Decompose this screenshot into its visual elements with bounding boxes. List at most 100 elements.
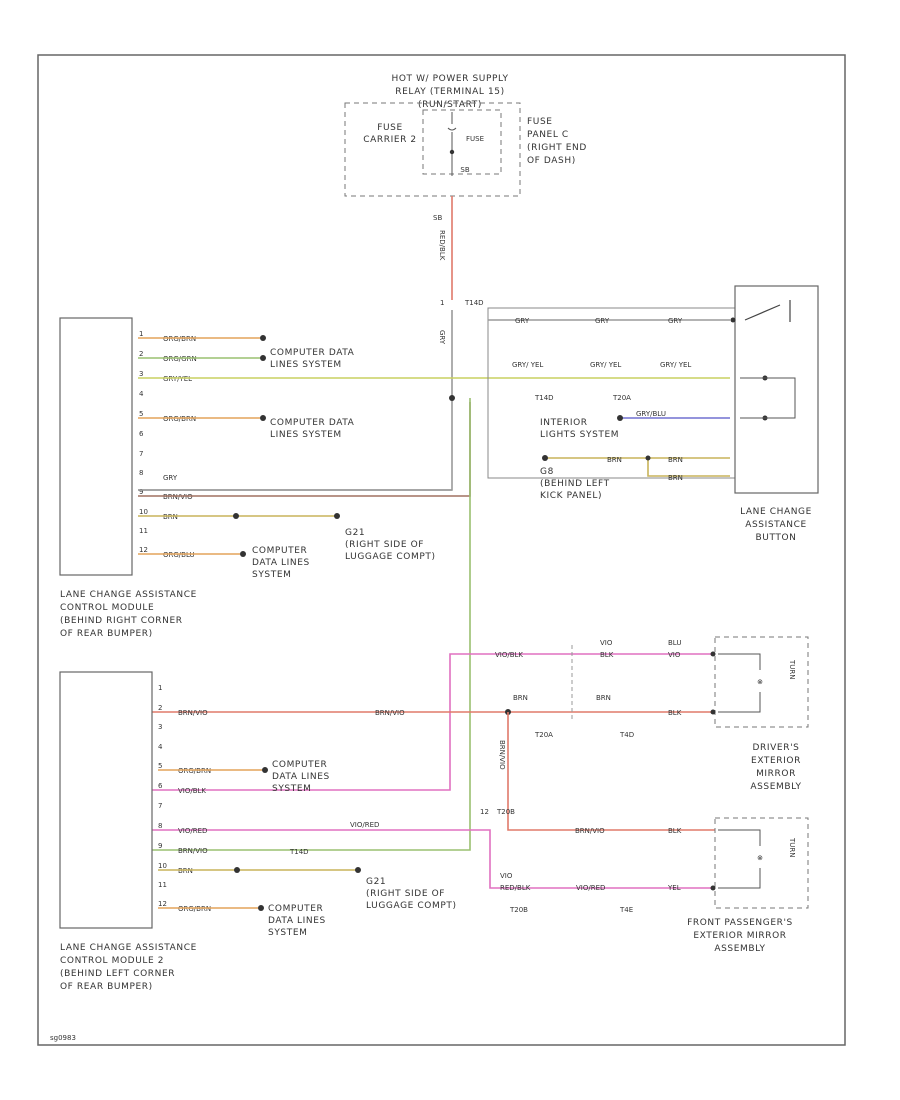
m2-pin-11: 11	[158, 881, 167, 889]
m1-cdl1-l1: COMPUTER DATA	[270, 348, 355, 358]
m1-name-1: LANE CHANGE ASSISTANCE	[60, 590, 197, 600]
m1-ground-dot	[334, 513, 340, 519]
fuse-carrier-label-1: FUSE	[377, 123, 403, 133]
m2-pin-2: 2	[158, 704, 162, 712]
passenger-bulb-icon	[718, 829, 761, 889]
m2-cdl1-l3: SYSTEM	[272, 784, 311, 794]
m2-pin-8: 8	[158, 822, 162, 830]
w-vio-blk: VIO/BLK	[495, 651, 523, 659]
m1-ground-1: G21	[345, 528, 365, 538]
conn-12-t20b: 12	[480, 808, 489, 816]
m1-wire-label-10: BRN	[163, 513, 178, 521]
w-red: RED/BLK	[500, 884, 531, 892]
m2-wire-label-5: ORG/BRN	[178, 767, 211, 775]
wire-brn-vio-2	[507, 712, 715, 831]
m2-ground-1: G21	[366, 877, 386, 887]
m1-pin-2: 2	[139, 350, 143, 358]
m2-ground-2: (RIGHT SIDE OF	[366, 889, 445, 899]
driver-mirror-box	[714, 636, 809, 728]
m2-cdl1-l2: DATA LINES	[272, 772, 330, 782]
m2-name-1: LANE CHANGE ASSISTANCE	[60, 943, 197, 953]
m2-cdl1-dot	[262, 767, 268, 773]
w-brn-vio-2: BRN/VIO	[498, 740, 506, 770]
lane-change-module-2	[59, 671, 153, 929]
w-yel: YEL	[667, 884, 681, 892]
driver-pin-a	[710, 651, 716, 657]
pass-name-2: EXTERIOR MIRROR	[693, 931, 786, 941]
sw-wire-gry-2: GRY	[595, 317, 610, 325]
w-vio: VIO	[600, 639, 613, 647]
m2-ground-3: LUGGAGE COMPT)	[366, 901, 457, 911]
w-brn-b: BRN	[596, 694, 611, 702]
m2-wire-label-8: VIO/RED	[178, 827, 207, 835]
m1-cdl1-l2: LINES SYSTEM	[270, 360, 342, 370]
switch-contact-icon	[744, 300, 791, 322]
m2-name-4: OF REAR BUMPER)	[60, 982, 153, 992]
m1-wire-label-9: BRN/VIO	[163, 493, 193, 501]
m2-pin-5: 5	[158, 762, 162, 770]
sw-brn-3: BRN	[668, 474, 683, 482]
m1-wire-label-8: GRY	[163, 474, 178, 482]
wire-power-label: RED/BLK	[438, 230, 446, 261]
w-blk-2: BLK	[668, 709, 682, 717]
m2-wire-label-9: BRN/VIO	[178, 847, 208, 855]
conn-1-t14d: 1	[440, 299, 444, 307]
driver-inner: TURN	[788, 659, 796, 680]
w-vio-2: VIO	[668, 651, 681, 659]
interior-dot	[617, 415, 623, 421]
m2-cdl2-l2: DATA LINES	[268, 916, 326, 926]
m2-wire-label-10: BRN	[178, 867, 193, 875]
power-line1: HOT W/ POWER SUPPLY	[391, 74, 508, 84]
w-blu: BLU	[668, 639, 681, 647]
fuse-box	[422, 109, 502, 175]
diagram-border	[37, 54, 846, 1046]
driver-name-3: MIRROR	[756, 769, 796, 779]
m2-pin-1: 1	[158, 684, 162, 692]
driver-bulb-x: ⊗	[757, 678, 763, 686]
power-line2: RELAY (TERMINAL 15)	[395, 87, 504, 97]
m1-pin-11: 11	[139, 527, 148, 535]
m1-pin-3: 3	[139, 370, 143, 378]
m1-pin-9: 9	[139, 488, 143, 496]
m1-splice	[233, 513, 239, 519]
m1-pin-7: 7	[139, 450, 143, 458]
m2-cdl2-dot	[258, 905, 264, 911]
m1-cdl3-l2: DATA LINES	[252, 558, 310, 568]
g8-2: (BEHIND LEFT	[540, 479, 610, 489]
conn-t4d-m: T4D	[619, 731, 634, 739]
m1-cdl2-l2: LINES SYSTEM	[270, 430, 342, 440]
fuse-carrier-box	[344, 102, 521, 197]
passenger-mirror-box	[714, 817, 809, 909]
m1-name-3: (BEHIND RIGHT CORNER	[60, 616, 183, 626]
switch-name-1: LANE CHANGE	[740, 507, 812, 517]
m1-name-2: CONTROL MODULE	[60, 603, 154, 613]
driver-name-1: DRIVER'S	[753, 743, 800, 753]
fuse-symbol	[447, 112, 457, 176]
module1-pins: 1ORG/BRN2ORG/GRN3GRY/YEL45ORG/BRN678GRY9…	[139, 330, 197, 559]
wire-vio-red	[138, 829, 715, 889]
conn-t20a-m: T20A	[534, 731, 553, 739]
m2-splice	[234, 867, 240, 873]
m1-wire-label-5: ORG/BRN	[163, 415, 196, 423]
g8-dot	[542, 455, 548, 461]
m1-cdl1b-dot	[260, 355, 266, 361]
switch-name-3: BUTTON	[755, 533, 796, 543]
m1-cdl3-l1: COMPUTER	[252, 546, 307, 556]
wire-gry-label: GRY	[438, 330, 446, 345]
m1-cdl3-dot	[240, 551, 246, 557]
m2-cdl1-l1: COMPUTER	[272, 760, 327, 770]
conn-t20b: T20B	[496, 808, 515, 816]
m2-pin-9: 9	[158, 842, 162, 850]
conn-t4e: T4E	[619, 906, 633, 914]
fuse-number: SB	[460, 166, 469, 174]
m2-name-3: (BEHIND LEFT CORNER	[60, 969, 175, 979]
fuse-panel-3: (RIGHT END	[527, 143, 587, 153]
w-brn-a: BRN	[513, 694, 528, 702]
m1-pin-4: 4	[139, 390, 144, 398]
w-blk-3: BLK	[668, 827, 682, 835]
passenger-inner: TURN	[788, 837, 796, 858]
conn-t14d-label: T14D	[464, 299, 484, 307]
m2-wire-label-2: BRN/VIO	[178, 709, 208, 717]
sw-gry-yel-1: GRY/ YEL	[512, 361, 543, 369]
power-line3: (RUN/START)	[418, 100, 482, 110]
